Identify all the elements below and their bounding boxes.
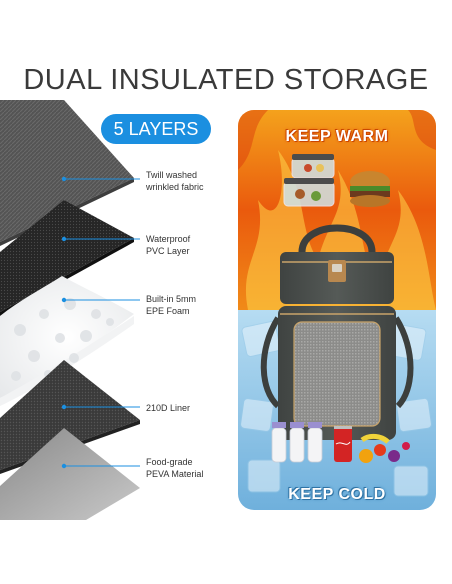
- layers-illustration: [0, 100, 140, 520]
- burger: [350, 171, 390, 207]
- label-pvc: Waterproof PVC Layer: [146, 234, 191, 256]
- baby-bottles: [271, 422, 323, 463]
- layer-peva: [0, 428, 140, 520]
- bag-handle: [298, 224, 376, 253]
- label-peva: Food-grade PEVA Material: [146, 457, 204, 479]
- layer-epe-foam: [0, 276, 134, 406]
- keep-cold-label: KEEP COLD: [288, 486, 386, 503]
- pointer-dots: [61, 176, 67, 469]
- label-twill-fabric: Twill washed wrinkled fabric: [146, 170, 204, 192]
- soda-can: [334, 426, 352, 462]
- food-containers: [283, 154, 335, 207]
- layers-badge: 5 LAYERS: [101, 114, 211, 144]
- fruits: [359, 433, 410, 463]
- hot-cold-panel: KEEP WARM KEEP COLD: [238, 110, 436, 510]
- pointer-lines: [64, 178, 140, 467]
- panel-illustration: [238, 110, 436, 510]
- keep-warm-label: KEEP WARM: [285, 128, 389, 145]
- label-epe-foam: Built-in 5mm EPE Foam: [146, 294, 197, 316]
- page-title: DUAL INSULATED STORAGE: [23, 64, 429, 96]
- label-liner: 210D Liner: [146, 403, 191, 413]
- lunch-bag: [278, 252, 396, 440]
